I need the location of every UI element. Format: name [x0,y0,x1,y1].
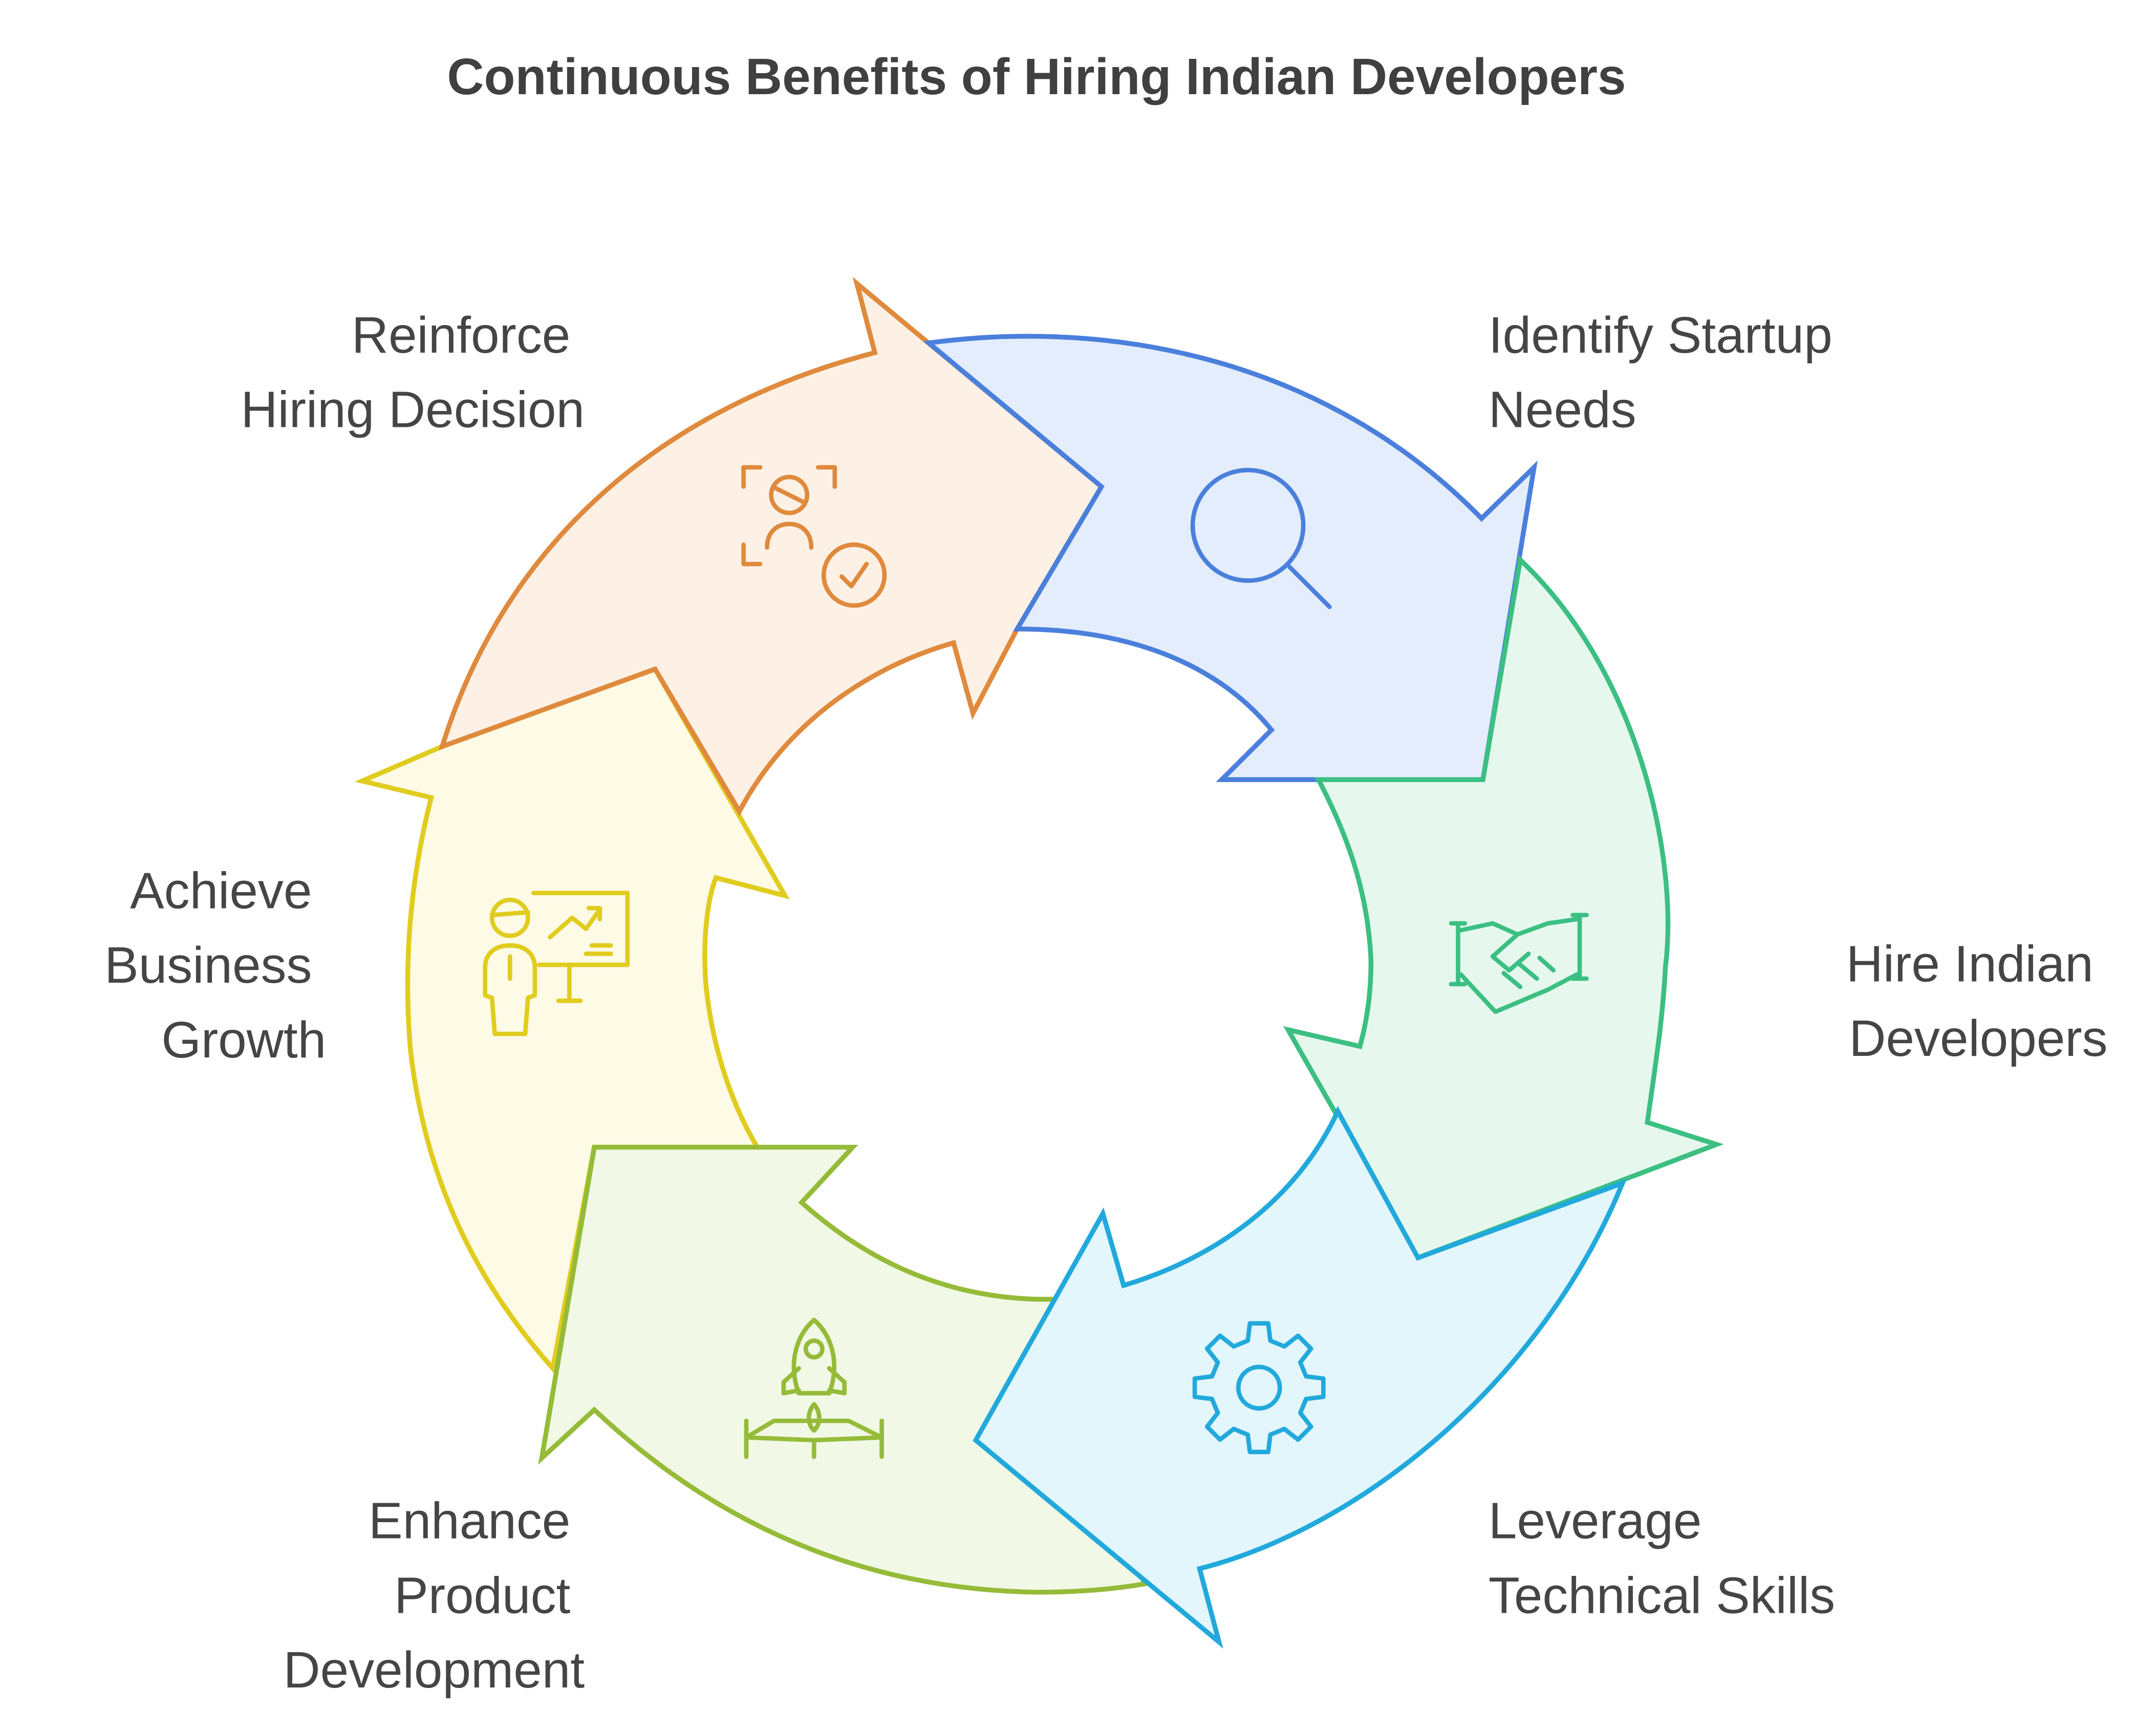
step-label-line: Hire Indian [1846,936,2094,992]
segment-achieve-arrow [354,666,790,1374]
step-label-reinforce: Reinforce Hiring Decision [241,307,585,439]
step-label-line: Technical Skills [1489,1567,1835,1624]
step-label-leverage: Leverage Technical Skills [1489,1493,1835,1625]
segment-reinforce-arrow [438,276,1105,817]
gear-icon [1192,1321,1326,1455]
diagram-title: Continuous Benefits of Hiring Indian Dev… [447,49,1626,105]
step-label-line: Achieve [130,862,312,919]
step-label-line: Needs [1489,382,1636,439]
step-label-line: Hiring Decision [241,382,585,439]
step-label-hire: Hire Indian Developers [1846,936,2108,1067]
magnifier-icon [1190,468,1332,610]
step-label-line: Enhance [369,1493,570,1550]
step-label-line: Growth [161,1012,326,1069]
step-label-line: Business [104,937,312,994]
step-label-line: Development [284,1642,585,1699]
step-label-achieve: Achieve Business Growth [104,862,326,1069]
step-label-identify: Identify Startup Needs [1489,307,1847,439]
user-check-icon [741,465,887,608]
step-label-line: Identify Startup [1489,307,1832,364]
handshake-icon [1449,913,1589,1014]
step-label-enhance: Enhance Product Development [284,1493,585,1699]
step-label-line: Product [394,1567,570,1624]
step-label-line: Leverage [1489,1493,1702,1550]
cycle-arrows [354,276,1724,1649]
step-label-line: Developers [1849,1010,2107,1067]
segment-hire-arrow [1283,555,1724,1261]
presentation-icon [483,891,630,1036]
rocket-icon [744,1317,884,1459]
step-label-line: Reinforce [352,307,571,364]
segment-enhance-arrow [538,1144,1148,1595]
segment-identify-arrow [923,334,1538,782]
segment-leverage-arrow [973,1106,1627,1649]
